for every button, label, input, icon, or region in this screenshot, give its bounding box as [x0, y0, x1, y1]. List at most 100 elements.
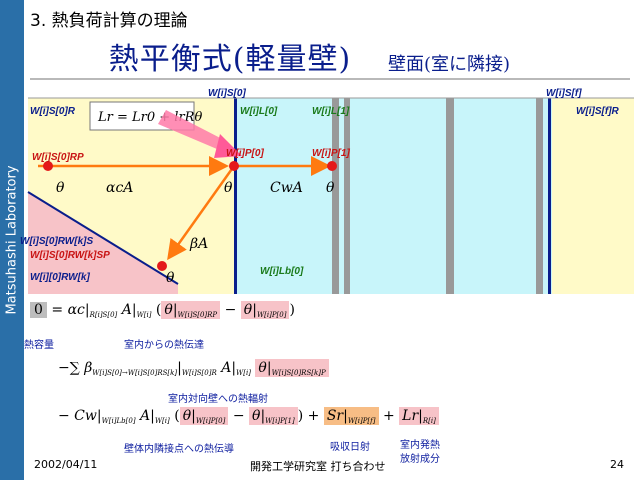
- plus-sign: +: [382, 408, 395, 424]
- equals-sign: =: [51, 302, 64, 318]
- bar-symbol: |: [150, 408, 155, 424]
- bar-symbol: |: [191, 408, 196, 424]
- section-heading: 3. 熱負荷計算の理論: [30, 11, 188, 31]
- label-sfr: W[i]S[f]R: [576, 106, 620, 117]
- theta-subscript: W[i]S[0]RS[k]P: [271, 369, 326, 377]
- label-s0r: W[i]S[0]R: [30, 106, 76, 117]
- paren-close: ): [297, 408, 304, 424]
- theta-term: θ: [252, 408, 261, 424]
- annotation-radiation: 室内対向壁への熱輻射: [168, 394, 268, 405]
- wall-body: [234, 98, 552, 294]
- paren-open: (: [155, 302, 162, 318]
- alpha-subscript: R[i]S[0]: [89, 311, 118, 319]
- annotation-indoor-heat-2: 放射成分: [400, 454, 440, 465]
- point-p0: [229, 161, 239, 171]
- bar-symbol: |: [172, 302, 178, 318]
- heat-capacity-term: 0: [30, 302, 47, 318]
- label-p0: W[i]P[0]: [226, 148, 264, 159]
- radiation-input-arrowhead: [214, 134, 242, 158]
- bar-subscript: W[i]S[0]R: [181, 369, 217, 377]
- alpha-label: αcA: [106, 180, 133, 196]
- bar-symbol: |: [266, 360, 272, 376]
- wall-layer-3: [446, 98, 454, 294]
- footer-title: 開発工学研究室 打ち合わせ: [250, 460, 386, 473]
- beta-coeff: β: [84, 360, 93, 376]
- theta-symbol: θ: [224, 180, 233, 196]
- annotation-conduction: 壁体内隣接点への熱伝導: [124, 444, 234, 455]
- page-number: 24: [610, 458, 624, 471]
- title-divider: [30, 78, 630, 80]
- beta-label: βA: [189, 236, 208, 252]
- bar-symbol: |: [131, 302, 137, 318]
- wall-layer-4: [536, 98, 543, 294]
- label-s0rp: W[i]S[0]RP: [32, 152, 84, 163]
- wall-layer-1: [332, 98, 339, 294]
- cw-subscript: W[i]Lb[0]: [101, 417, 136, 425]
- theta-symbol: θ: [56, 180, 65, 196]
- wall-heat-balance-diagram: Lr = Lr0 + lrRθ θ αcA θ CwA θ βA θ W[i]S…: [20, 88, 634, 294]
- plus-sign: +: [307, 408, 320, 424]
- annotation-indoor-convection: 室内からの熱伝達: [124, 340, 204, 351]
- equation-line-1: 0 = αc|R[i]S[0] A|W[i] (θ|W[i]S[0]RP − θ…: [30, 301, 295, 319]
- annotation-heat-capacity: 熱容量: [24, 340, 54, 351]
- theta-subscript: W[i]P[0]: [256, 311, 287, 319]
- label-l0: W[i]L[0]: [240, 106, 278, 117]
- paren-open: (: [174, 408, 180, 424]
- wall-layer-2: [344, 98, 350, 294]
- label-s0: W[i]S[0]: [208, 88, 246, 99]
- radiation-input-arrow: [158, 110, 228, 152]
- sum-prefix: −∑: [58, 360, 80, 376]
- theta-term: θ: [243, 302, 253, 318]
- equation-line-3: − Cw|W[i]Lb[0] A|W[i] (θ|W[i]P[0] − θ|W[…: [58, 407, 439, 425]
- minus-sign: −: [224, 302, 237, 318]
- beta-subscript: W[i]S[0]→W[i]S[0]RS[k]: [92, 369, 178, 377]
- bar-symbol: |: [84, 302, 90, 318]
- point-p1: [327, 161, 337, 171]
- cw-label: CwA: [270, 180, 303, 196]
- facing-wall-region: [28, 192, 178, 294]
- bar-symbol: |: [96, 408, 102, 424]
- theta-subscript: W[i]S[0]RP: [177, 311, 218, 319]
- room-region-right: [552, 98, 634, 294]
- facing-wall-line: [27, 191, 179, 285]
- bar-symbol: |: [231, 360, 237, 376]
- point-s0rp: [43, 161, 53, 171]
- label-rws: W[i]S[0]RW[k]S: [20, 236, 93, 247]
- bar-symbol: |: [260, 408, 266, 424]
- solar-term: Sr: [326, 408, 344, 424]
- area-symbol: A: [121, 302, 132, 318]
- area-symbol: A: [140, 408, 151, 424]
- area-subscript: W[i]: [136, 311, 152, 319]
- annotation-indoor-heat-1: 室内発熱: [400, 440, 440, 451]
- indoor-heat-subscript: R[i]: [422, 417, 436, 425]
- label-l1: W[i]L[1]: [312, 106, 350, 117]
- footer-date: 2002/04/11: [34, 458, 98, 471]
- theta-term: θ: [182, 408, 192, 424]
- sidebar: [0, 0, 24, 480]
- solar-subscript: W[i]P[f]: [347, 417, 376, 425]
- equation-line-2: −∑ βW[i]S[0]→W[i]S[0]RS[k]|W[i]S[0]R A|W…: [58, 359, 329, 377]
- bar-symbol: |: [418, 408, 423, 424]
- point-rwsp: [157, 261, 167, 271]
- label-rw: W[i][0]RW[k]: [30, 272, 90, 283]
- label-lb: W[i]Lb[0]: [260, 266, 304, 277]
- alpha-coeff: αc: [67, 302, 85, 318]
- indoor-heat-term: Lr: [402, 408, 419, 424]
- minus-sign: −: [232, 408, 245, 424]
- wall-layer-sf: [548, 98, 551, 294]
- radiation-exchange-arrow: [167, 165, 236, 261]
- theta-term: θ: [164, 302, 173, 318]
- bar-symbol: |: [252, 302, 257, 318]
- theta-symbol: θ: [166, 270, 175, 286]
- label-p1: W[i]P[1]: [312, 148, 350, 159]
- bar-symbol: |: [177, 360, 182, 376]
- theta-term: θ: [258, 360, 267, 376]
- theta-subscript: W[i]P[1]: [265, 417, 295, 425]
- annotation-absorbed-solar: 吸収日射: [330, 442, 370, 453]
- theta-symbol: θ: [326, 180, 335, 196]
- sidebar-lab-name: Matsuhashi Laboratory: [4, 165, 20, 315]
- slide-subtitle: 壁面(室に隣接): [388, 54, 511, 75]
- slide-title: 熱平衡式(軽量壁): [108, 42, 352, 77]
- label-rwsp: W[i]S[0]RW[k]SP: [30, 250, 110, 261]
- area-subscript: W[i]: [154, 417, 170, 425]
